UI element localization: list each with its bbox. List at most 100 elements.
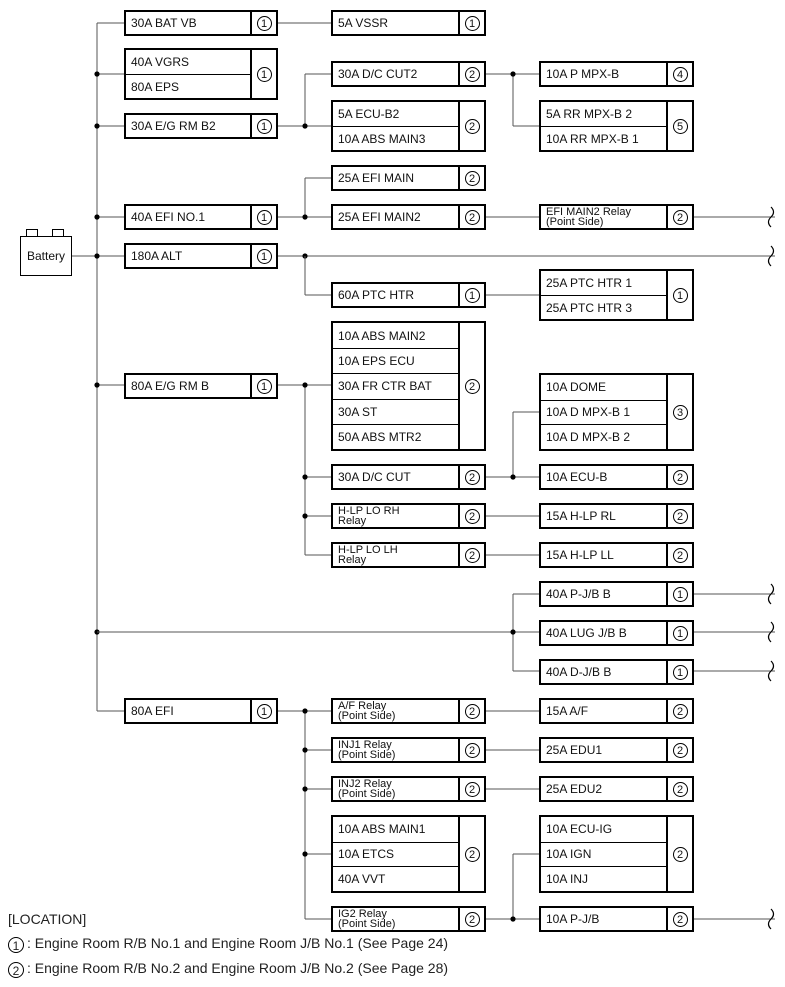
fuse-box-alt: 180A ALT 1 bbox=[124, 243, 278, 269]
fuse-label: 50A ABS MTR2 bbox=[333, 423, 458, 449]
location-title: [LOCATION] bbox=[8, 911, 87, 927]
location-code: 2 bbox=[666, 817, 692, 891]
fuse-label-line: (Point Side) bbox=[546, 216, 604, 228]
fuse-label: 5A ECU-B2 bbox=[338, 107, 400, 121]
fuse-label-line: (Point Side) bbox=[338, 749, 396, 761]
code-circle-icon: 1 bbox=[256, 378, 272, 394]
fuse-box-pjb-b: 40A P-J/B B 1 bbox=[539, 581, 694, 607]
code-circle-icon: 3 bbox=[672, 404, 688, 420]
fuse-label: 10A DOME bbox=[546, 380, 607, 395]
fuse-box-ecu-b2-abs3: 5A ECU-B2 10A ABS MAIN3 2 bbox=[331, 100, 486, 152]
fuse-box-vssr: 5A VSSR 1 bbox=[331, 10, 486, 36]
code-circle-icon: 2 bbox=[464, 911, 480, 927]
code-circle-icon: 2 bbox=[8, 962, 24, 978]
location-code: 1 bbox=[250, 206, 276, 228]
junction-dot bbox=[302, 474, 308, 480]
location-text: : Engine Room R/B No.2 and Engine Room J… bbox=[27, 960, 449, 976]
location-code: 1 bbox=[666, 271, 692, 319]
code-circle-icon: 2 bbox=[672, 469, 688, 485]
fuse-label: 10A RR MPX-B 1 bbox=[541, 126, 666, 150]
location-code: 2 bbox=[666, 466, 692, 488]
location-code: 2 bbox=[458, 63, 484, 85]
fuse-label: INJ2 Relay(Point Side) bbox=[333, 778, 458, 800]
fuse-label-line: H-LP LO LH bbox=[338, 544, 398, 556]
fuse-label: 40A P-J/B B bbox=[546, 587, 611, 601]
location-code: 1 bbox=[458, 12, 484, 34]
junction-dot bbox=[94, 214, 100, 220]
fuse-label-line: (Point Side) bbox=[338, 788, 396, 800]
fuse-label-line: H-LP LO RH bbox=[338, 505, 400, 517]
code-circle-icon: 2 bbox=[464, 170, 480, 186]
location-code: 3 bbox=[666, 375, 692, 449]
code-circle-icon: 2 bbox=[464, 118, 480, 134]
fuse-label: IG2 Relay(Point Side) bbox=[333, 908, 458, 930]
location-code: 2 bbox=[458, 505, 484, 527]
code-circle-icon: 5 bbox=[672, 118, 688, 134]
fuse-label: 10A INJ bbox=[541, 866, 666, 891]
fuse-label: 30A ST bbox=[333, 398, 458, 424]
location-code: 2 bbox=[458, 544, 484, 566]
code-circle-icon: 1 bbox=[256, 15, 272, 31]
fuse-box-inj2-relay: INJ2 Relay(Point Side)2 bbox=[331, 776, 486, 802]
code-circle-icon: 2 bbox=[672, 846, 688, 862]
junction-dot bbox=[94, 253, 100, 259]
fuse-label: EFI MAIN2 Relay(Point Side) bbox=[541, 206, 666, 228]
code-circle-icon: 2 bbox=[672, 508, 688, 524]
code-circle-icon: 1 bbox=[256, 248, 272, 264]
fuse-label: 10A D MPX-B 2 bbox=[541, 424, 666, 449]
code-circle-icon: 2 bbox=[672, 911, 688, 927]
location-code: 2 bbox=[666, 700, 692, 722]
location-code: 1 bbox=[250, 12, 276, 34]
fuse-label: 10A P MPX-B bbox=[546, 67, 620, 81]
fuse-label: 10A D MPX-B 1 bbox=[541, 399, 666, 425]
location-code: 2 bbox=[666, 544, 692, 566]
fuse-label: 5A RR MPX-B 2 bbox=[546, 107, 633, 121]
fuse-label: 10A P-J/B bbox=[546, 912, 600, 926]
location-code: 2 bbox=[458, 102, 484, 150]
location-code: 2 bbox=[666, 739, 692, 761]
fuse-label: 80A E/G RM B bbox=[131, 379, 210, 393]
fuse-label: 180A ALT bbox=[131, 249, 183, 263]
fuse-label: 30A D/C CUT bbox=[338, 470, 411, 484]
fuse-label: 10A EPS ECU bbox=[333, 348, 458, 373]
fuse-label-line: EFI MAIN2 Relay bbox=[546, 206, 631, 218]
code-circle-icon: 1 bbox=[672, 586, 688, 602]
location-code: 5 bbox=[666, 102, 692, 150]
junction-dot bbox=[302, 708, 308, 714]
fuse-label: 60A PTC HTR bbox=[338, 288, 415, 302]
code-circle-icon: 1 bbox=[256, 66, 272, 82]
fuse-box-af-relay: A/F Relay(Point Side)2 bbox=[331, 698, 486, 724]
location-code: 1 bbox=[250, 115, 276, 137]
code-circle-icon: 2 bbox=[672, 209, 688, 225]
fuse-label: 5A VSSR bbox=[338, 16, 389, 30]
fuse-box-rr-mpx: 5A RR MPX-B 2 10A RR MPX-B 1 5 bbox=[539, 100, 694, 152]
fuse-label: 25A EFI MAIN2 bbox=[338, 210, 421, 224]
location-code: 1 bbox=[250, 375, 276, 397]
location-code: 2 bbox=[458, 323, 484, 449]
fuse-label: 15A A/F bbox=[546, 704, 589, 718]
fuse-box-eg-rm-b: 80A E/G RM B 1 bbox=[124, 373, 278, 399]
fuse-label: INJ1 Relay(Point Side) bbox=[333, 739, 458, 761]
fuse-label: 10A ETCS bbox=[333, 841, 458, 867]
fuse-label: 30A FR CTR BAT bbox=[333, 373, 458, 398]
fuse-label: 15A H-LP RL bbox=[546, 509, 616, 523]
junction-dot bbox=[94, 123, 100, 129]
code-circle-icon: 2 bbox=[464, 378, 480, 394]
fuse-label-line: IG2 Relay bbox=[338, 908, 387, 920]
junction-dot bbox=[94, 382, 100, 388]
battery-symbol: Battery bbox=[20, 236, 72, 276]
fuse-label: 10A ABS MAIN3 bbox=[333, 126, 458, 150]
fuse-label: 30A D/C CUT2 bbox=[338, 67, 418, 81]
junction-dot bbox=[302, 513, 308, 519]
fuse-label-line: (Point Side) bbox=[338, 918, 396, 930]
location-code: 2 bbox=[458, 908, 484, 930]
location-code: 4 bbox=[666, 63, 692, 85]
wire-break-icon bbox=[767, 621, 775, 643]
junction-dot bbox=[302, 214, 308, 220]
